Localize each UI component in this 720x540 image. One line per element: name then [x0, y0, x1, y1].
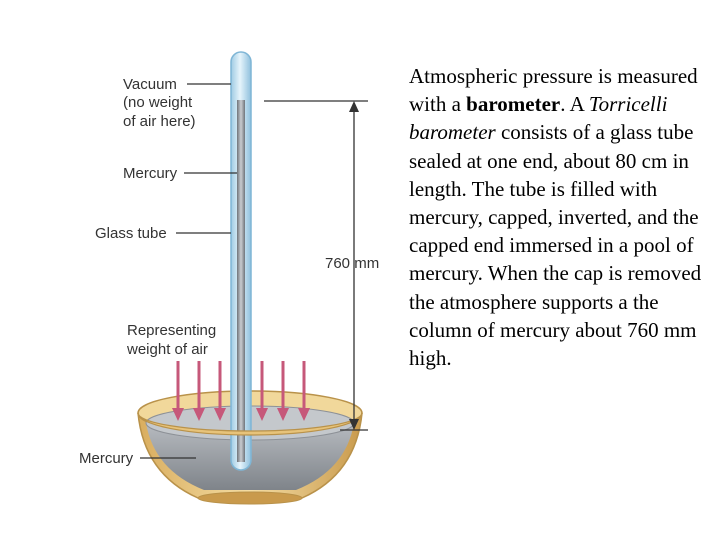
air-pressure-arrow-head [277, 408, 289, 421]
bowl-base [197, 491, 303, 505]
air-pressure-arrows [172, 361, 310, 421]
glass-tube-label: Glass tube [95, 225, 167, 242]
caption-part-3: . A [560, 92, 589, 117]
air-pressure-arrow-head [172, 408, 184, 421]
height-arrow-up [349, 101, 359, 112]
height-label: 760 mm [325, 255, 379, 272]
caption-term-torricelli: Torricelli barometer [409, 92, 668, 145]
bowl-rim-front [137, 412, 363, 436]
mercury-bowl-label: Mercury [79, 450, 134, 467]
caption-part-1: Atmospheric pressure is measured with a [409, 64, 698, 117]
air-pressure-arrow-head [298, 408, 310, 421]
caption-term-barometer: barometer [466, 92, 561, 117]
caption-part-5: consists of a glass tube sealed at one e… [409, 120, 702, 371]
air-pressure-arrow-head [193, 408, 205, 421]
mercury-column-label: Mercury [123, 165, 178, 182]
representing-label-line1: Representing [127, 322, 216, 339]
vacuum-label: Vacuum [123, 76, 177, 93]
mercury-column [237, 100, 245, 462]
caption-text: Atmospheric pressure is measured with a … [409, 62, 709, 372]
representing-label-line2: weight of air [126, 341, 208, 358]
air-pressure-arrow-head [256, 408, 268, 421]
no-weight-label-line1: (no weight [123, 94, 193, 111]
no-weight-label-line2: of air here) [123, 113, 196, 130]
air-pressure-arrow-head [214, 408, 226, 421]
barometer-diagram: Vacuum (no weight of air here) Mercury G… [79, 51, 379, 505]
height-arrow-down [349, 419, 359, 430]
